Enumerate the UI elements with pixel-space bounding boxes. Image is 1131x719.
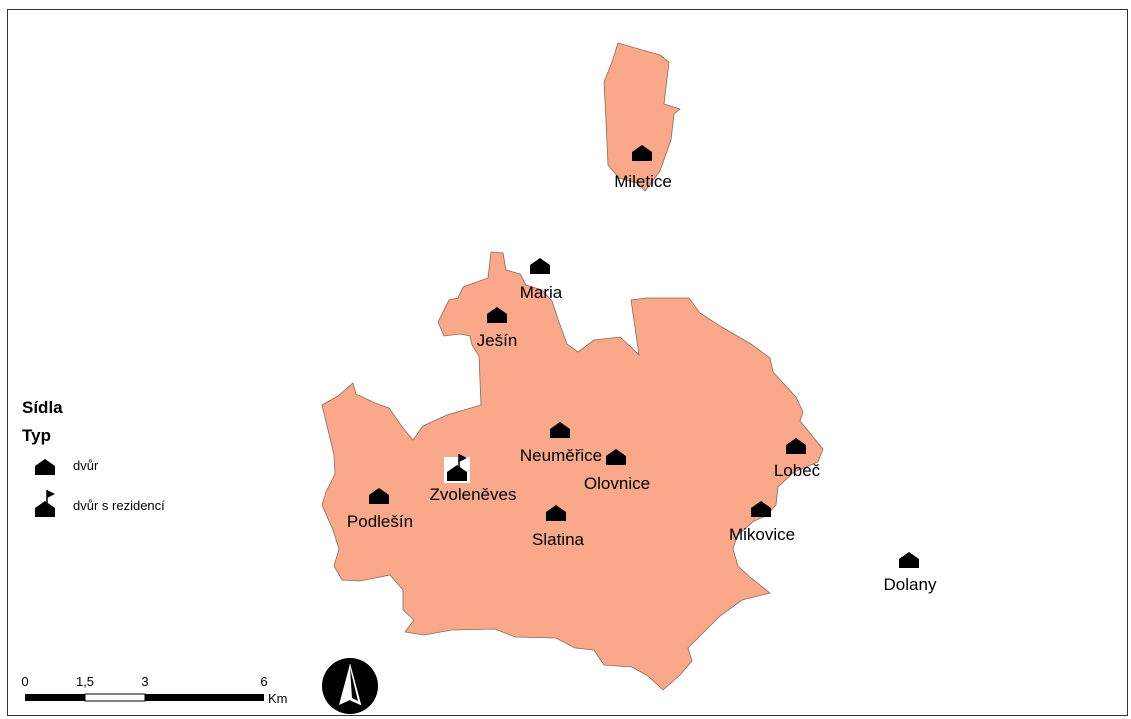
settlement-label: Lobeč [774,461,821,480]
scale-segment [84,693,146,702]
settlement-lobec[interactable]: Lobeč [774,438,821,480]
settlement-label: Miletice [614,172,672,191]
settlement-zvoleneves[interactable]: Zvoleněves [430,453,517,504]
scale-tick-label: 6 [260,674,267,689]
settlement-label: Olovnice [584,474,650,493]
settlement-slatina[interactable]: Slatina [532,505,585,549]
legend-field-title: Typ [22,426,51,445]
settlement-label: Maria [520,283,563,302]
settlement-label: Mikovice [729,525,795,544]
legend: Sídla Typ dvůr dvůr s rezidencí [22,398,165,518]
scale-unit: Km [268,691,288,706]
legend-layer-title: Sídla [22,398,63,417]
settlement-neumerice[interactable]: Neuměřice [520,422,602,465]
scale-tick-label: 0 [21,674,28,689]
settlement-dolany[interactable]: Dolany [884,552,937,594]
settlement-label: Slatina [532,530,585,549]
settlement-olovnice[interactable]: Olovnice [584,449,650,493]
scale-segment [145,694,264,701]
settlement-maria[interactable]: Maria [520,258,563,302]
settlement-label: Neuměřice [520,446,602,465]
scale-segment [25,694,85,701]
legend-item-label: dvůr s rezidencí [73,498,165,513]
scale-bar: 0 1,5 3 6 Km [21,674,287,706]
settlement-label: Dolany [884,575,937,594]
north-arrow-icon [322,658,378,714]
settlement-label: Ješín [477,331,518,350]
settlement-mikovice[interactable]: Mikovice [729,501,795,544]
settlement-label: Zvoleněves [430,485,517,504]
settlement-podlesin[interactable]: Podlešín [347,488,413,531]
settlement-jesin[interactable]: Ješín [477,307,518,350]
legend-item-label: dvůr [73,458,99,473]
cadastre-miletice [603,42,681,192]
scale-tick-label: 1,5 [76,674,94,689]
scale-tick-label: 3 [141,674,148,689]
settlement-miletice[interactable]: Miletice [614,145,672,191]
cadastre-main [321,251,824,691]
settlement-label: Podlešín [347,512,413,531]
